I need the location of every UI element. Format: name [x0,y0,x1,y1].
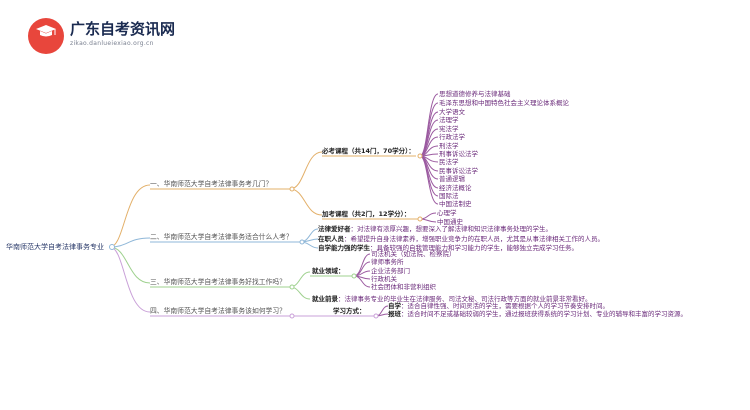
course-item: 刑法学 [439,142,459,150]
course-item: 国际法 [439,192,459,200]
study-method-key: 自学 [388,302,401,310]
logo-title: 广东自考资讯网 [70,20,176,38]
course-item: 经济法概论 [439,184,472,192]
suitable-person-key: 在职人员 [318,235,344,243]
extra-courses-label: 加考课程（共2门，12学分）： [322,210,411,218]
required-courses-label: 必考课程（共14门，70学分）： [322,147,415,155]
employment-field-label: 就业领域： [312,267,345,275]
employment-prospect-key: 就业前景 [312,295,338,303]
suitable-person-text: ：具备较强的自我管理能力和学习能力的学生，能够独立完成学习任务。 [370,244,578,252]
employment-field-item: 社会团体和非营利组织 [371,283,436,291]
employment-field-item: 律师事务所 [371,258,404,266]
branch-3-label: 三、华南师范大学自考法律事务好找工作吗？ [150,278,286,286]
suitable-person-item: 在职人员：希望提升自身法律素养，增强职业竞争力的在职人员，尤其是从事法律相关工作… [318,235,604,243]
study-method-item: 自学：适合自律性强、时间灵活的学生，需要根据个人的学习节奏安排时间。 [388,302,609,310]
suitable-person-text: ：希望提升自身法律素养，增强职业竞争力的在职人员，尤其是从事法律相关工作的人员。 [344,235,604,243]
study-method-key: 报班 [388,310,401,318]
branch-1-label: 一、华南师范大学自考法律事务考几门？ [150,180,273,188]
course-item: 中国法制史 [439,200,472,208]
mindmap-root: 华南师范大学自考法律事务专业 [6,243,104,251]
suitable-person-item: 法律爱好者：对法律有浓厚兴趣，想要深入了解法律和知识法律事务处理的学生。 [318,225,552,233]
course-item: 行政法学 [439,133,465,141]
course-item: 思想道德修养与法律基础 [439,90,511,98]
graduation-cap-icon [36,25,56,37]
site-logo: 广东自考资讯网 zikao.danlueiexiao.org.cn [28,16,278,58]
course-item: 宪法学 [439,125,459,133]
course-item: 毛泽东思想和中国特色社会主义理论体系概论 [439,99,569,107]
employment-field-item: 司法机关（如法院、检察院） [371,250,456,258]
study-method-text: ：适合时间不足或基础较弱的学生，通过报班获得系统的学习计划、专业的辅导和丰富的学… [401,310,687,318]
branch-2-label: 二、华南师范大学自考法律事务适合什么人考？ [150,233,293,241]
extra-course-item: 中国通史 [437,218,463,226]
study-method-label: 学习方式： [333,307,366,315]
study-method-item: 报班：适合时间不足或基础较弱的学生，通过报班获得系统的学习计划、专业的辅导和丰富… [388,310,687,318]
employment-prospect-text: ：法律事务专业的毕业生在法律服务、司法文秘、司法行政等方面的就业前景非常看好。 [338,295,592,303]
course-item: 刑事诉讼法学 [439,150,478,158]
course-item: 民事诉讼法学 [439,167,478,175]
course-item: 法理学 [439,116,459,124]
course-item: 普通逻辑 [439,175,465,183]
course-item: 大学语文 [439,108,465,116]
employment-field-item: 行政机关 [371,275,397,283]
suitable-person-key: 法律爱好者 [318,225,351,233]
extra-course-item: 心理学 [437,209,457,217]
suitable-person-item: 自学能力强的学生：具备较强的自我管理能力和学习能力的学生，能够独立完成学习任务。 [318,244,578,252]
branch-4-label: 四、华南师范大学自考法律事务该如何学习？ [150,307,286,315]
study-method-text: ：适合自律性强、时间灵活的学生，需要根据个人的学习节奏安排时间。 [401,302,609,310]
employment-prospect: 就业前景：法律事务专业的毕业生在法律服务、司法文秘、司法行政等方面的就业前景非常… [312,295,592,303]
suitable-person-text: ：对法律有浓厚兴趣，想要深入了解法律和知识法律事务处理的学生。 [350,225,553,233]
course-item: 民法学 [439,158,459,166]
suitable-person-key: 自学能力强的学生 [318,244,370,252]
employment-field-item: 企业法务部门 [371,267,410,275]
logo-subtitle: zikao.danlueiexiao.org.cn [70,40,154,47]
